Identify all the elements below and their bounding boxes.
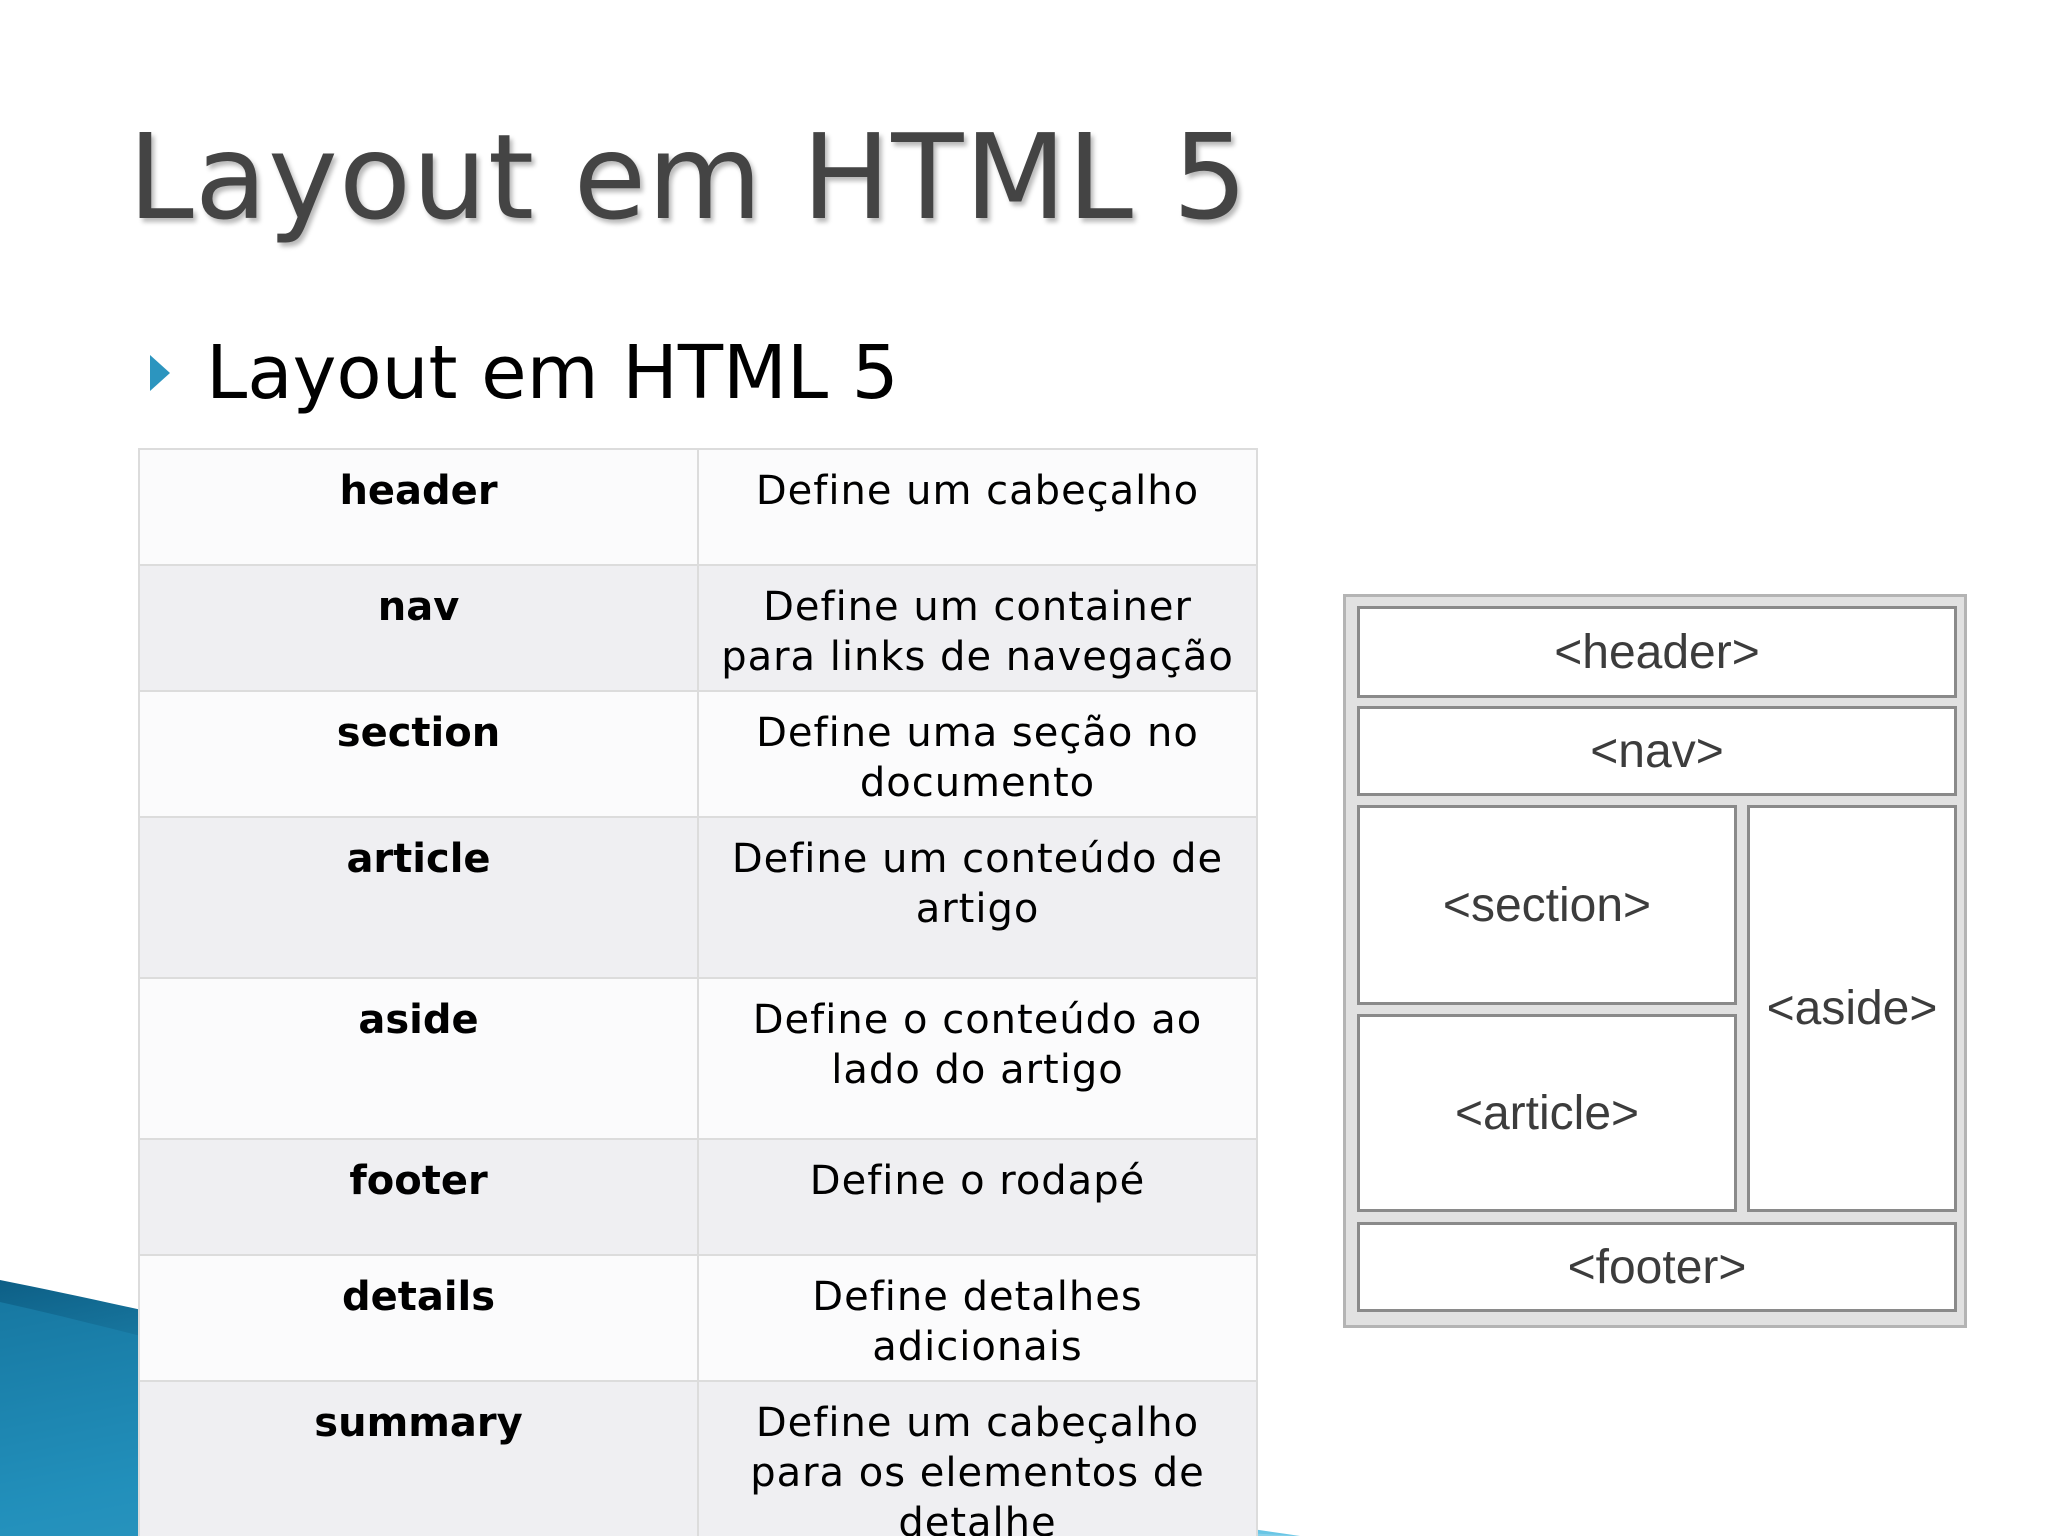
diagram-nav-box: <nav> — [1357, 706, 1957, 796]
table-row: footer Define o rodapé — [138, 1138, 1258, 1256]
table-row: nav Define um container para links de na… — [138, 564, 1258, 692]
description-cell: Define o rodapé — [697, 1138, 1258, 1256]
diagram-header-box: <header> — [1357, 606, 1957, 698]
description-cell: Define um cabeçalho — [697, 448, 1258, 566]
table-row: details Define detalhes adicionais — [138, 1254, 1258, 1382]
table-row: section Define uma seção no documento — [138, 690, 1258, 818]
tag-cell: section — [138, 690, 699, 818]
bullet-text: Layout em HTML 5 — [206, 330, 899, 416]
slide-title: Layout em HTML 5 — [128, 108, 1249, 246]
tag-cell: article — [138, 816, 699, 979]
table-row: summary Define um cabeçalho para os elem… — [138, 1380, 1258, 1536]
diagram-aside-box: <aside> — [1747, 805, 1957, 1212]
description-cell: Define detalhes adicionais — [697, 1254, 1258, 1382]
html5-layout-diagram: <header> <nav> <section> <article> <asid… — [1343, 594, 1967, 1328]
tag-cell: header — [138, 448, 699, 566]
table-row: article Define um conteúdo de artigo — [138, 816, 1258, 979]
html5-tags-table: header Define um cabeçalho nav Define um… — [138, 448, 1258, 1536]
bullet-item: Layout em HTML 5 — [150, 330, 899, 416]
table-row: aside Define o conteúdo ao lado do artig… — [138, 977, 1258, 1140]
tag-cell: aside — [138, 977, 699, 1140]
tag-cell: footer — [138, 1138, 699, 1256]
table-row: header Define um cabeçalho — [138, 448, 1258, 566]
description-cell: Define um cabeçalho para os elementos de… — [697, 1380, 1258, 1536]
tag-cell: nav — [138, 564, 699, 692]
description-cell: Define um container para links de navega… — [697, 564, 1258, 692]
diagram-section-box: <section> — [1357, 805, 1737, 1005]
description-cell: Define uma seção no documento — [697, 690, 1258, 818]
diagram-footer-box: <footer> — [1357, 1222, 1957, 1312]
tag-cell: summary — [138, 1380, 699, 1536]
description-cell: Define um conteúdo de artigo — [697, 816, 1258, 979]
tag-cell: details — [138, 1254, 699, 1382]
description-cell: Define o conteúdo ao lado do artigo — [697, 977, 1258, 1140]
triangle-bullet-icon — [150, 355, 170, 391]
diagram-article-box: <article> — [1357, 1014, 1737, 1212]
